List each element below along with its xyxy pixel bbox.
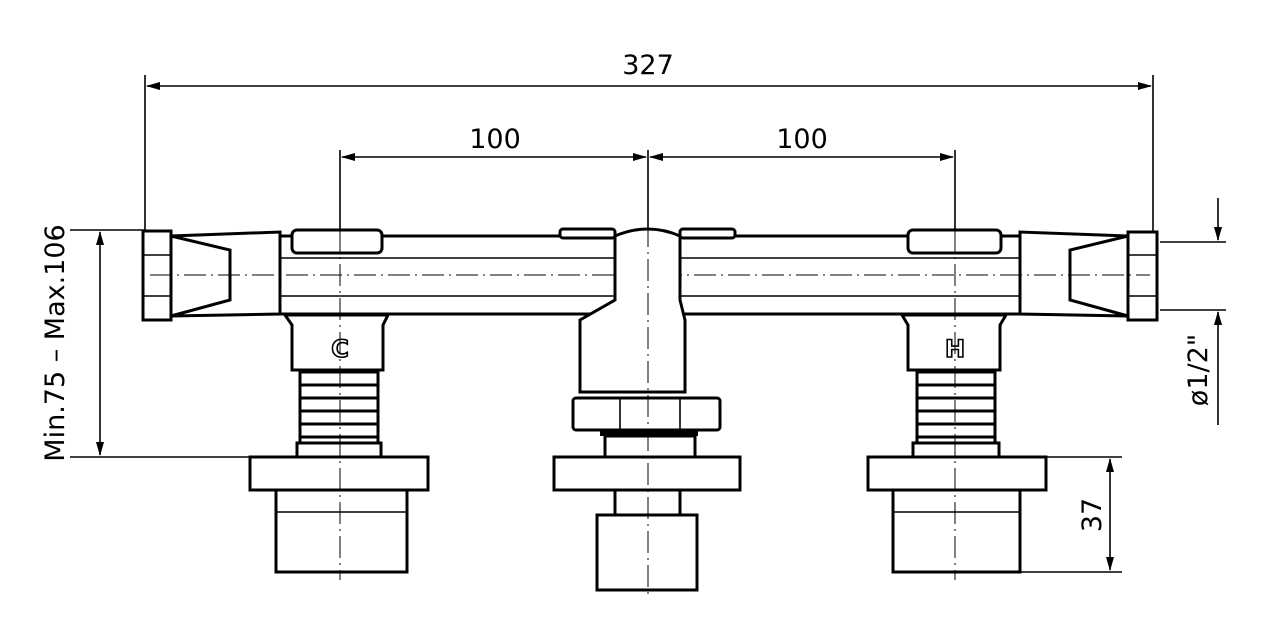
left-spacing-label: 100 bbox=[469, 124, 521, 155]
dimension-overall-width: 327 bbox=[144, 50, 1154, 232]
overall-width-label: 327 bbox=[622, 50, 674, 81]
height-range-label: Min.75 – Max.106 bbox=[40, 224, 71, 461]
connection-label: ø1/2" bbox=[1183, 334, 1214, 406]
cold-valve: C bbox=[248, 230, 430, 580]
dimension-connection: ø1/2" bbox=[1160, 198, 1226, 425]
dimension-handle-height: 37 bbox=[1020, 456, 1122, 573]
dimension-spacing: 100 100 bbox=[339, 124, 956, 232]
right-spacing-label: 100 bbox=[776, 124, 828, 155]
dimension-height-range: Min.75 – Max.106 bbox=[40, 224, 300, 462]
center-mixer bbox=[552, 225, 742, 595]
hot-valve: H bbox=[866, 230, 1048, 580]
handle-height-label: 37 bbox=[1077, 498, 1108, 532]
